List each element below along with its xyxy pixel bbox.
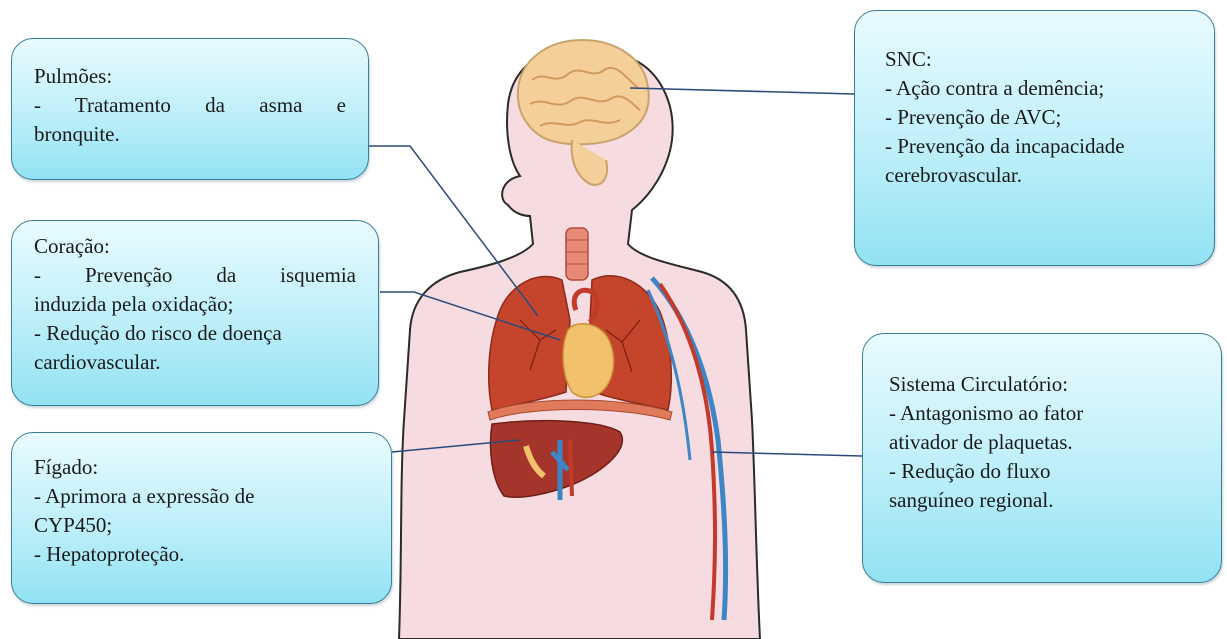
callout-cns-line-2: - Prevenção de AVC; bbox=[885, 103, 1192, 132]
callout-heart-line-2: induzida pela oxidação; bbox=[34, 290, 356, 319]
callout-circulatory-line-4: sanguíneo regional. bbox=[889, 486, 1199, 515]
callout-liver-line-2: CYP450; bbox=[34, 511, 369, 540]
callout-circulatory-line-3: - Redução do fluxo bbox=[889, 457, 1199, 486]
callout-heart-title: Coração: bbox=[34, 232, 356, 261]
callout-circulatory: Sistema Circulatório: - Antagonismo ao f… bbox=[862, 333, 1222, 583]
callout-circulatory-line-1: - Antagonismo ao fator bbox=[889, 399, 1199, 428]
callout-lungs: Pulmões: - Tratamento da asma e bronquit… bbox=[11, 38, 369, 180]
callout-cns-title: SNC: bbox=[885, 45, 1192, 74]
callout-heart-line-1: - Prevenção da isquemia bbox=[34, 261, 356, 290]
callout-liver-line-1: - Aprimora a expressão de bbox=[34, 482, 369, 511]
trachea bbox=[566, 228, 588, 280]
callout-liver-title: Fígado: bbox=[34, 453, 369, 482]
callout-circulatory-line-2: ativador de plaquetas. bbox=[889, 428, 1199, 457]
callout-liver-line-3: - Hepatoproteção. bbox=[34, 540, 369, 569]
callout-cns-line-4: cerebrovascular. bbox=[885, 161, 1192, 190]
callout-lungs-line-1: - Tratamento da asma e bbox=[34, 91, 346, 120]
callout-heart-line-3: - Redução do risco de doença bbox=[34, 319, 356, 348]
callout-heart-line-4: cardiovascular. bbox=[34, 348, 356, 377]
callout-lungs-title: Pulmões: bbox=[34, 62, 346, 91]
callout-cns-line-1: - Ação contra a demência; bbox=[885, 74, 1192, 103]
callout-liver: Fígado: - Aprimora a expressão de CYP450… bbox=[11, 432, 392, 604]
callout-cns: SNC: - Ação contra a demência; - Prevenç… bbox=[854, 10, 1215, 266]
callout-lungs-line-2: bronquite. bbox=[34, 120, 346, 149]
callout-heart: Coração: - Prevenção da isquemia induzid… bbox=[11, 220, 379, 406]
callout-circulatory-title: Sistema Circulatório: bbox=[889, 370, 1199, 399]
callout-cns-line-3: - Prevenção da incapacidade bbox=[885, 132, 1192, 161]
